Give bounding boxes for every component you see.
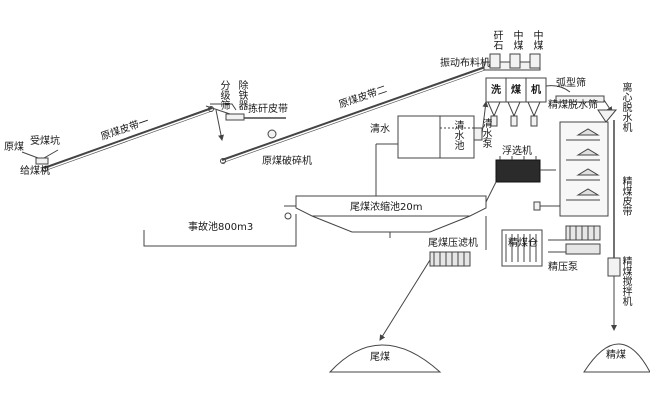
receiving-pit-shape bbox=[21, 149, 59, 159]
label-clear-water: 清水 bbox=[370, 124, 390, 135]
label-coal-feeder: 给煤机 bbox=[20, 166, 50, 177]
clear-water-pool-shape bbox=[397, 115, 475, 159]
label-bin-middling-1: 中煤 bbox=[511, 30, 522, 50]
label-fine-coal-pile: 精煤 bbox=[606, 350, 626, 361]
label-receiving-pit: 受煤坑 bbox=[30, 136, 60, 147]
label-tailings-pile: 尾煤 bbox=[370, 352, 390, 363]
label-accident-pool: 事故池800m3 bbox=[188, 222, 254, 233]
label-vibrating-distributor: 振动布料机 bbox=[440, 58, 490, 69]
accident-pool-shape bbox=[143, 214, 297, 247]
raw-coal-belt-1-line bbox=[43, 107, 213, 169]
fine-coal-bin-shape bbox=[501, 229, 543, 267]
fine-coal-belt-frame bbox=[559, 121, 609, 217]
label-fine-coal-dewatering-screen: 精煤脱水筛 bbox=[548, 100, 598, 111]
label-clear-water-pump: 清水泵 bbox=[480, 118, 491, 148]
flotation-machine-shape bbox=[495, 159, 541, 183]
label-tailings-thickener: 尾煤浓缩池20m bbox=[350, 202, 423, 213]
bin-middling-1-shape bbox=[509, 53, 521, 69]
bin-gangue-shape bbox=[489, 53, 501, 69]
label-fine-coal-press-pump: 精压泵 bbox=[548, 262, 578, 273]
centrifuge-shape bbox=[597, 109, 618, 123]
label-gangue-belt: 拣矸皮带 bbox=[248, 104, 288, 115]
label-fine-coal-bin: 精煤仓 bbox=[508, 238, 538, 249]
label-fine-coal-mixer: 精煤搅拌机 bbox=[620, 256, 631, 306]
label-bin-gangue: 矸石 bbox=[491, 30, 502, 50]
arc-screen-shape bbox=[545, 85, 571, 93]
label-arc-screen: 弧型筛 bbox=[556, 78, 586, 89]
label-centrifugal-dewaterer: 离心脱水机 bbox=[620, 82, 631, 132]
raw-coal-belt-2-line bbox=[221, 65, 489, 161]
crusher-shape bbox=[267, 129, 277, 139]
tailings-pile-shape bbox=[328, 344, 442, 373]
bin-middling-2-shape bbox=[529, 53, 541, 69]
jig-shape bbox=[485, 77, 547, 103]
label-tailings-filter-press: 尾煤压滤机 bbox=[428, 238, 478, 249]
label-iron-remover: 除铁器 bbox=[236, 80, 247, 110]
fine-coal-pile-shape bbox=[583, 343, 650, 373]
label-jig-3: 机 bbox=[531, 85, 541, 96]
label-raw-coal-crusher: 原煤破碎机 bbox=[262, 156, 312, 167]
coal-feeder-shape bbox=[35, 157, 49, 165]
dewatering-screen-shape bbox=[555, 95, 605, 103]
label-flotation-machine: 浮选机 bbox=[502, 146, 532, 157]
label-jig-1: 洗 bbox=[491, 85, 501, 96]
label-classifying-screen: 分级筛 bbox=[218, 80, 229, 110]
label-jig-2: 煤 bbox=[511, 85, 521, 96]
fine-coal-press-shape bbox=[565, 225, 601, 241]
label-fine-coal-belt: 精煤皮带 bbox=[620, 176, 631, 216]
label-bin-middling-2: 中煤 bbox=[531, 30, 542, 50]
label-raw-coal: 原煤 bbox=[4, 142, 24, 153]
label-clear-water-pool: 清水池 bbox=[452, 120, 463, 150]
